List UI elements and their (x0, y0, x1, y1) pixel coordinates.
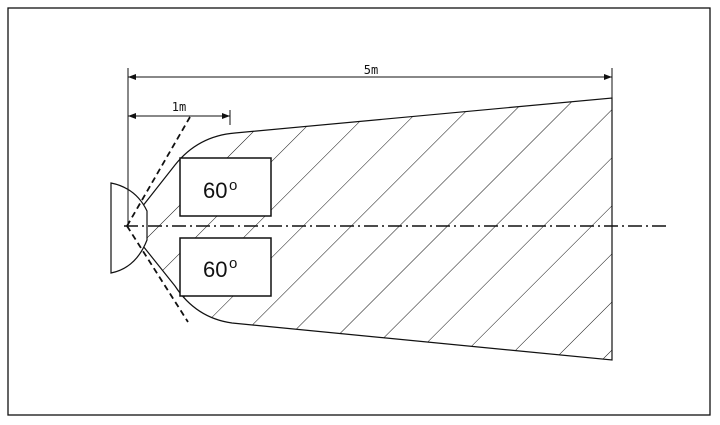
upper-angle-line (126, 116, 191, 227)
lower-angle-label: 60 o (179, 237, 272, 297)
lower-angle-value: 60 (203, 257, 227, 282)
dimension-1m-label: 1m (172, 100, 186, 114)
lower-angle-degree: o (229, 255, 237, 272)
upper-angle-value: 60 (203, 178, 227, 203)
dimension-5m: 5m (127, 63, 613, 226)
coverage-zone (126, 97, 613, 361)
dimension-5m-label: 5m (364, 63, 378, 77)
outer-frame (7, 7, 711, 416)
lower-angle-line (126, 225, 189, 323)
upper-angle-label: 60 o (179, 157, 272, 217)
upper-angle-degree: o (229, 177, 237, 194)
dimension-1m: 1m (128, 100, 231, 125)
